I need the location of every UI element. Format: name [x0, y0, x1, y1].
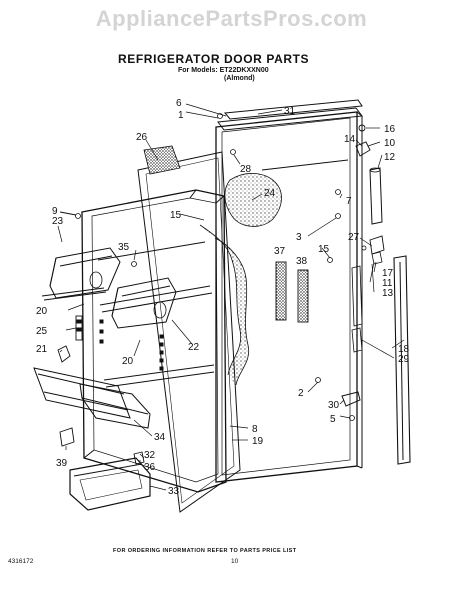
callout-21: 21: [36, 344, 48, 355]
hinge-cap: [355, 124, 371, 157]
inner-door-liner: [81, 189, 227, 493]
door-stop: [361, 235, 385, 265]
page-title: REFRIGERATOR DOOR PARTS: [118, 52, 310, 66]
screws: [59, 113, 341, 383]
door-bin-upper: [79, 383, 151, 429]
callout-1: 1: [178, 110, 184, 121]
callout-7: 7: [346, 196, 352, 207]
callout-8: 8: [252, 424, 258, 435]
callout-12: 12: [384, 152, 396, 163]
callout-16: 16: [384, 124, 396, 135]
callout-17: 17: [382, 268, 394, 279]
callout-28: 28: [240, 164, 252, 175]
insulation-blob: [224, 173, 282, 227]
callout-15b: 15: [318, 244, 330, 255]
dairy-strip-left: [275, 261, 287, 321]
callout-20b: 20: [122, 356, 134, 367]
callout-38: 38: [296, 256, 308, 267]
screw-9: [59, 211, 81, 219]
top-trim-strip: [217, 99, 363, 171]
callout-26: 26: [136, 132, 148, 143]
callout-24: 24: [264, 188, 276, 199]
callout-14: 14: [344, 134, 356, 145]
callout-13: 13: [382, 288, 394, 299]
screw-1: [217, 113, 223, 119]
callout-25: 25: [36, 326, 48, 337]
callout-30: 30: [328, 400, 340, 411]
callout-19: 19: [252, 436, 264, 447]
callout-35: 35: [118, 242, 130, 253]
callout-3: 3: [296, 232, 302, 243]
callout-37: 37: [274, 246, 286, 257]
callout-36: 36: [144, 462, 156, 473]
leader-lines: [57, 103, 405, 491]
footer-part-number: 4316172: [8, 558, 34, 565]
callout-34: 34: [154, 432, 166, 443]
callout-29: 29: [398, 354, 410, 365]
door-outer-panel: [215, 111, 363, 483]
callout-20a: 20: [36, 306, 48, 317]
callout-2: 2: [298, 388, 304, 399]
callout-10: 10: [384, 138, 396, 149]
color-label: (Almond): [224, 75, 255, 82]
bin-end-cap-left: [59, 427, 75, 447]
callout-23: 23: [52, 216, 64, 227]
lower-shelf-bar: [33, 367, 131, 419]
shelf-bracket: [75, 315, 83, 341]
screw-15: [327, 257, 333, 263]
page-number: 10: [231, 558, 239, 565]
shelf-trim-center: [111, 277, 177, 329]
watermark: AppliancePartsPros.com: [95, 6, 368, 31]
callout-33: 33: [168, 486, 180, 497]
screw-3: [335, 213, 341, 219]
screw-28: [230, 149, 236, 155]
callout-32: 32: [144, 450, 156, 461]
callout-15a: 15: [170, 210, 182, 221]
callout-39: 39: [56, 458, 68, 469]
callout-5: 5: [330, 414, 336, 425]
door-bin-lower: [69, 457, 151, 511]
ordering-note: FOR ORDERING INFORMATION REFER TO PARTS …: [113, 548, 297, 554]
callout-27: 27: [348, 232, 360, 243]
callout-22: 22: [188, 342, 200, 353]
callout-9: 9: [52, 206, 58, 217]
shelf-trim-left: [41, 247, 121, 301]
hinge-post: [369, 167, 383, 225]
screw-7: [335, 189, 341, 195]
liner-dimples: [99, 319, 164, 371]
callout-18: 18: [398, 344, 410, 355]
screw-35: [131, 261, 137, 267]
shelf-clip: [57, 345, 71, 363]
door-gasket: [137, 145, 250, 513]
callout-11: 11: [382, 278, 393, 289]
screw-2: [315, 377, 321, 383]
model-label: For Models: ET22DKXXN00: [178, 67, 269, 74]
bin-end-cap-right: [133, 451, 145, 465]
dairy-strip-right: [297, 269, 309, 323]
callout-6: 6: [176, 98, 182, 109]
callout-labels: 6 1 31 26 28 14 16 10 12 24 7 9 23 15 3 …: [36, 98, 410, 497]
callout-31: 31: [284, 106, 296, 117]
handle-trim: [351, 255, 411, 465]
